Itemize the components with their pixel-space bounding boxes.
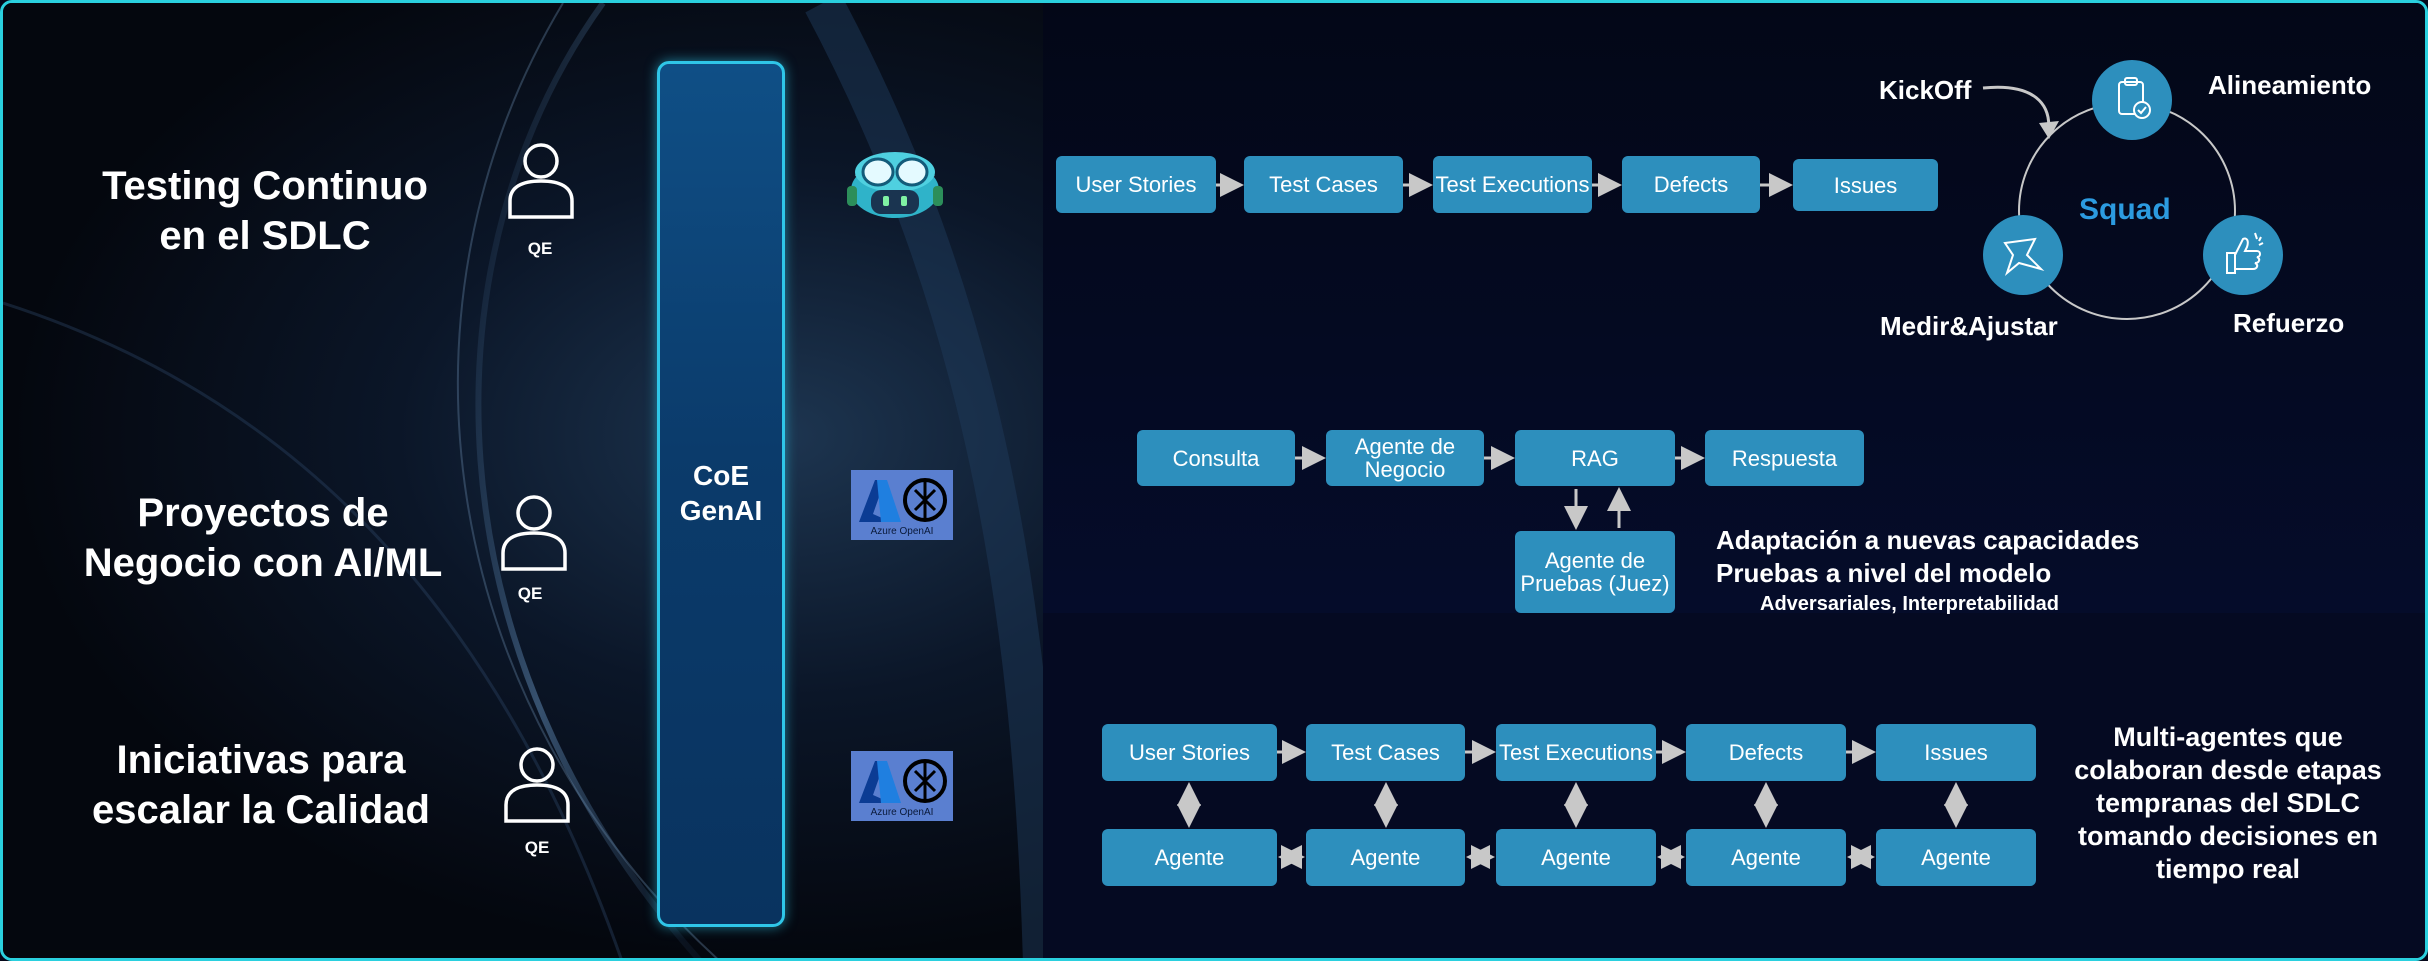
- coe-genai-label: CoE GenAI: [657, 458, 785, 528]
- flow-arrows: [1177, 173, 1968, 869]
- flow3-note-line4: tomando decisiones en: [2077, 821, 2379, 851]
- azure-openai-icon: [859, 478, 947, 522]
- flow3-note-line5: tiempo real: [2155, 854, 2301, 884]
- row3-title-line2: escalar la Calidad: [92, 788, 430, 832]
- row1-title: Testing Continuo en el SDLC: [55, 161, 475, 261]
- row2-title: Proyectos de Negocio con AI/ML: [53, 488, 473, 588]
- flow3-agent-1: Agente: [1102, 829, 1277, 886]
- kickoff-label: KickOff: [1879, 75, 1972, 105]
- kickoff-arrow: [1982, 85, 2051, 136]
- flow3-note: Multi-agentes que colaboran desde etapas…: [2053, 721, 2403, 886]
- flow1-step-test-executions: Test Executions: [1433, 156, 1592, 213]
- flow3-agent-5: Agente: [1876, 829, 2036, 886]
- flow1-step-issues: Issues: [1793, 159, 1938, 211]
- flow1-step-defects: Defects: [1622, 156, 1760, 213]
- origami-bird-icon: [2003, 237, 2045, 277]
- row2-role-label: QE: [517, 584, 543, 603]
- thumbs-up-icon: [2226, 232, 2264, 274]
- refuerzo-node: [2203, 215, 2283, 295]
- clipboard-check-icon: [2118, 77, 2151, 119]
- coe-genai-bar: [657, 61, 785, 927]
- row3-role-label: QE: [524, 838, 550, 857]
- flow2-step-respuesta: Respuesta: [1705, 430, 1864, 486]
- flow3-note-line1: Multi-agentes que: [2113, 722, 2343, 752]
- flow2-note-sub: Adversariales, Interpretabilidad: [1760, 593, 2060, 615]
- azure-openai-logo: Azure OpenAI: [851, 470, 953, 540]
- flow2-note-line1: Adaptación a nuevas capacidades: [1716, 525, 2140, 555]
- row1-title-line1: Testing Continuo: [102, 164, 428, 208]
- refuerzo-label: Refuerzo: [2233, 308, 2345, 338]
- copilot-bot-icon: [847, 152, 943, 218]
- person-icon: [501, 495, 567, 571]
- flow2-step-agente-negocio: Agente de Negocio: [1326, 430, 1484, 486]
- right-top-panel: [1043, 3, 2425, 613]
- flow3-step-issues: Issues: [1876, 724, 2036, 781]
- medir-node: [1983, 215, 2063, 295]
- azure-caption: Azure OpenAI: [870, 807, 934, 818]
- alineamiento-node: [2092, 60, 2172, 140]
- kickoff-arrowhead: [2039, 121, 2059, 139]
- flow2-note: Adaptación a nuevas capacidades Pruebas …: [1716, 524, 2139, 590]
- decorative-swoosh: [3, 3, 1043, 958]
- flow3-step-test-cases: Test Cases: [1306, 724, 1465, 781]
- flow2-step-consulta: Consulta: [1137, 430, 1295, 486]
- flow2-step-rag: RAG: [1515, 430, 1675, 486]
- right-bottom-panel: [1043, 613, 2425, 958]
- flow3-agent-2: Agente: [1306, 829, 1465, 886]
- row3-title-line1: Iniciativas para: [116, 738, 406, 782]
- row1-role-label: QE: [527, 239, 553, 258]
- row2-title-line2: Negocio con AI/ML: [83, 541, 443, 585]
- row2-title-line1: Proyectos de: [137, 491, 389, 535]
- flow3-step-test-executions: Test Executions: [1496, 724, 1656, 781]
- alineamiento-label: Alineamiento: [2208, 70, 2372, 100]
- flow3-note-line3: tempranas del SDLC: [2095, 788, 2361, 818]
- flow3-agent-4: Agente: [1686, 829, 1846, 886]
- flow2-judge-agent: Agente de Pruebas (Juez): [1515, 531, 1675, 613]
- flow1-step-test-cases: Test Cases: [1244, 156, 1403, 213]
- flow3-step-defects: Defects: [1686, 724, 1846, 781]
- flow3-step-user-stories: User Stories: [1102, 724, 1277, 781]
- coe-label-line1: CoE: [693, 460, 749, 491]
- azure-caption: Azure OpenAI: [870, 526, 934, 537]
- azure-openai-icon: [859, 759, 947, 803]
- row1-title-line2: en el SDLC: [159, 214, 371, 258]
- flow1-step-user-stories: User Stories: [1056, 156, 1216, 213]
- azure-openai-logo: Azure OpenAI: [851, 751, 953, 821]
- coe-label-line2: GenAI: [679, 495, 763, 526]
- flow2-note-line2: Pruebas a nivel del modelo: [1716, 558, 2052, 588]
- person-icon: [504, 747, 570, 823]
- medir-label: Medir&Ajustar: [1880, 311, 2058, 341]
- flow3-note-line2: colaboran desde etapas: [2074, 755, 2382, 785]
- flow3-agent-3: Agente: [1496, 829, 1656, 886]
- squad-label: Squad: [2079, 193, 2171, 226]
- row3-title: Iniciativas para escalar la Calidad: [51, 735, 471, 835]
- person-icon: [508, 143, 574, 219]
